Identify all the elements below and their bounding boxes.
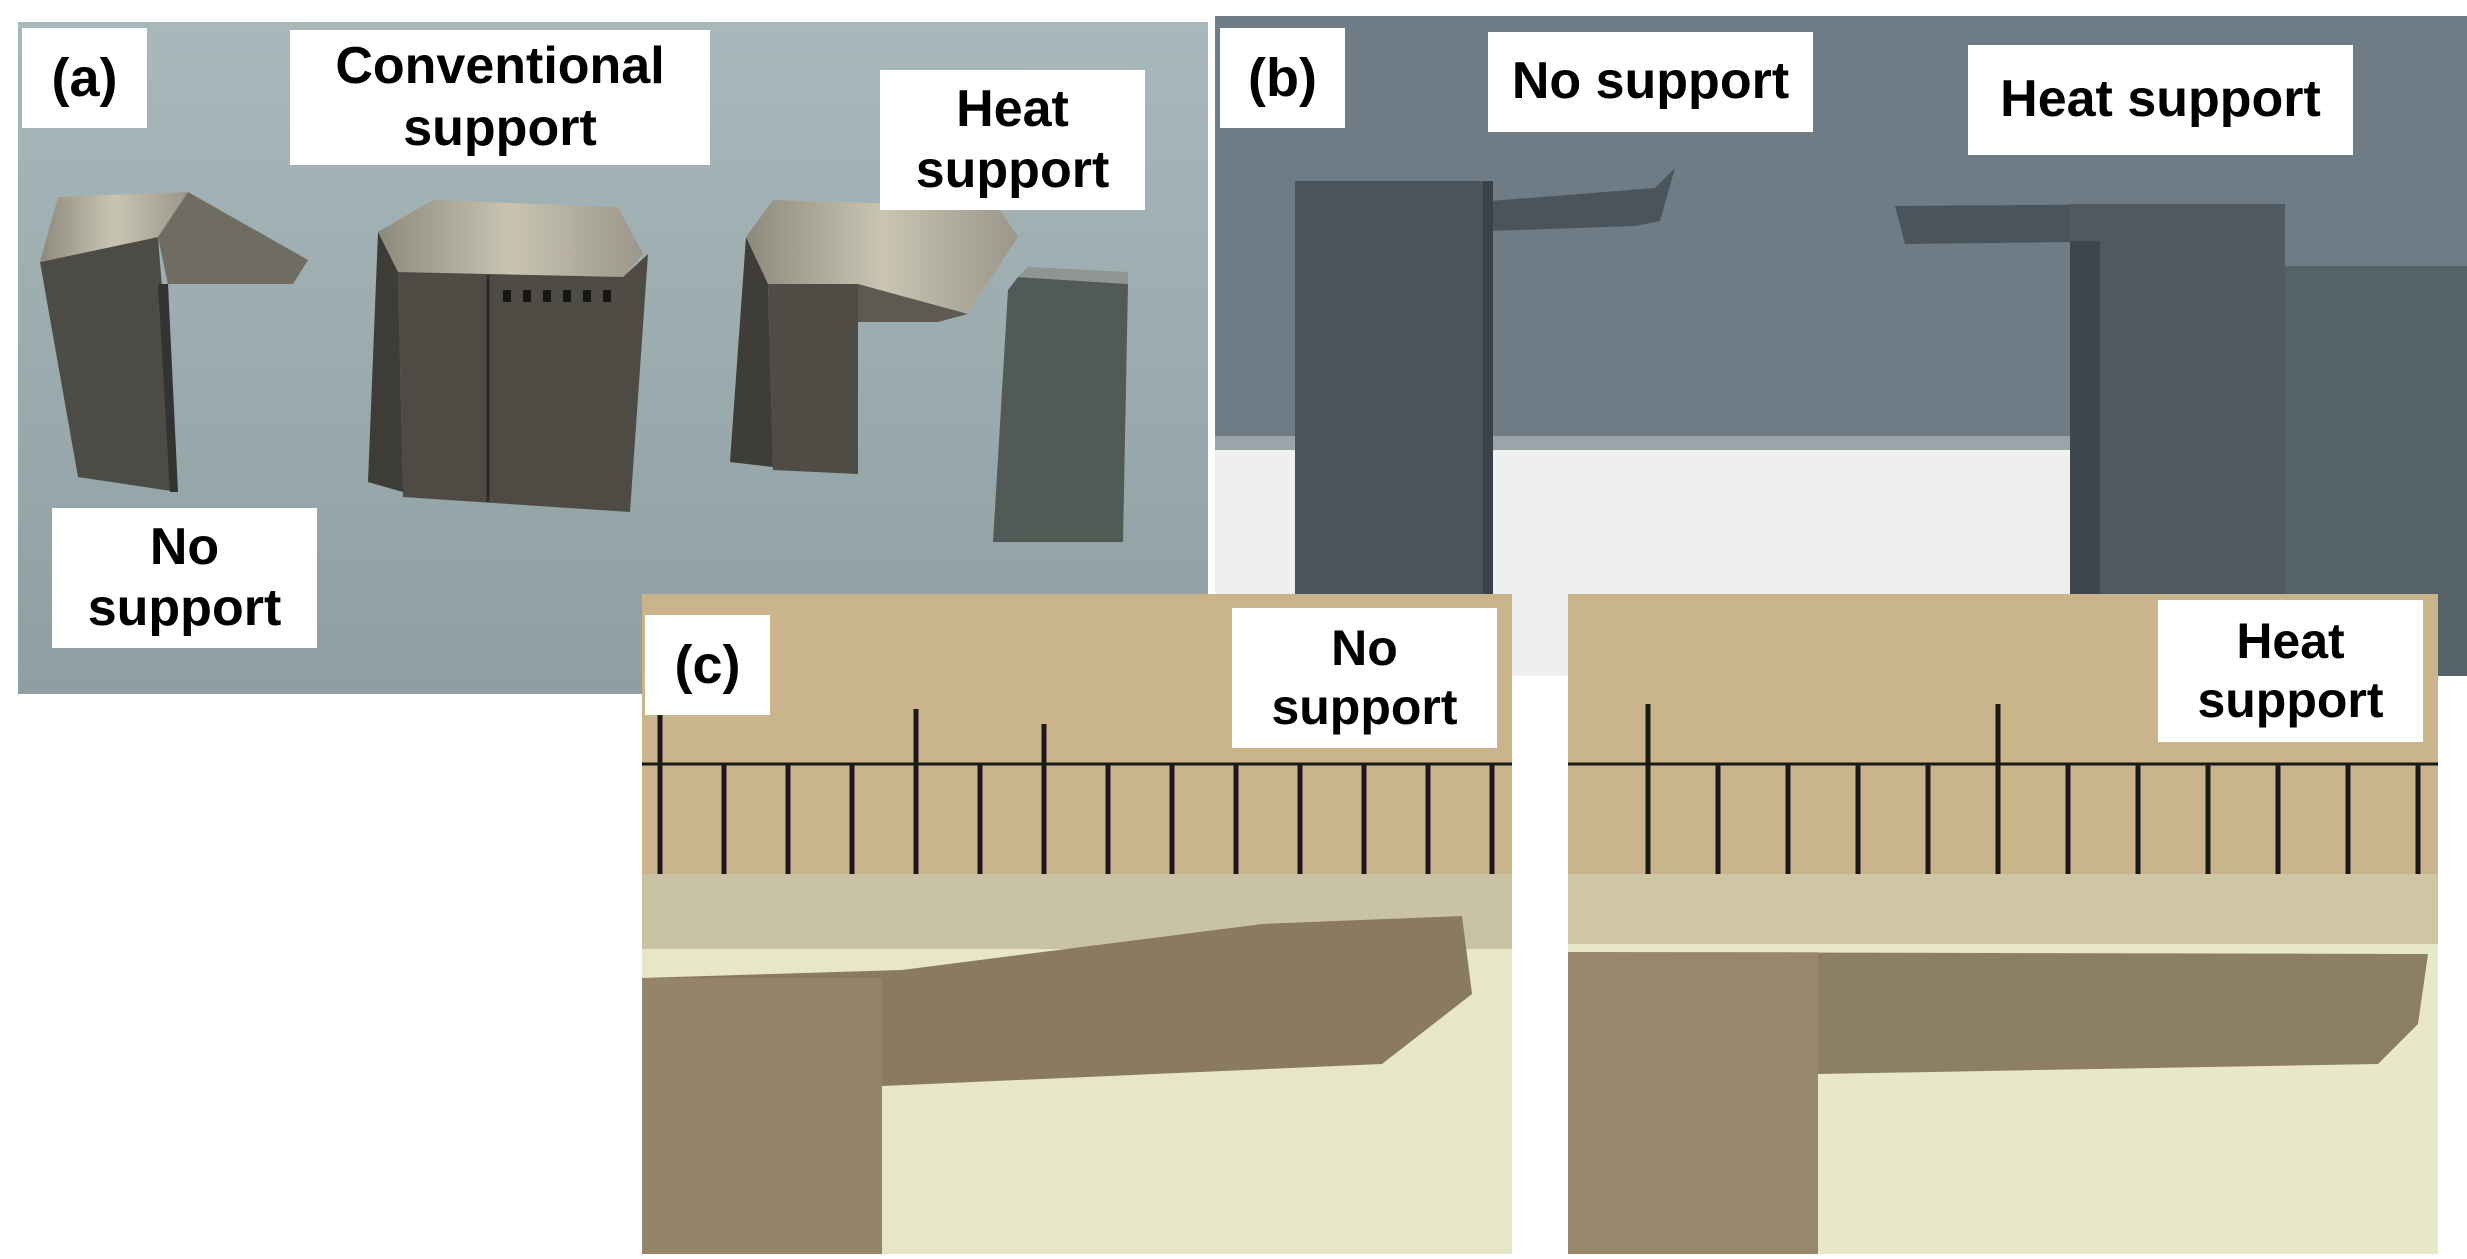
- sample-no-support-side-view: [1295, 168, 1675, 676]
- sample-conventional-support: [368, 200, 648, 512]
- panel-c-right-photo: [1568, 594, 2438, 1254]
- panel-c-left-photo: [642, 594, 1512, 1254]
- panel-c-right-illustration: [1568, 594, 2438, 1254]
- panel-a-letter: (a): [22, 28, 147, 128]
- panel-c-letter: (c): [645, 615, 770, 715]
- label-heat-support-b: Heat support: [1968, 45, 2353, 155]
- sample-heat-support: [730, 200, 1128, 542]
- label-no-support-b: No support: [1488, 32, 1813, 132]
- label-no-support-c: No support: [1232, 608, 1497, 748]
- sample-heat-support-cross-section: [1568, 952, 2428, 1254]
- sample-no-support-cross-section: [642, 916, 1472, 1254]
- label-heat-support-a: Heat support: [880, 70, 1145, 210]
- panel-b-letter: (b): [1220, 28, 1345, 128]
- label-heat-support-c: Heat support: [2158, 600, 2423, 742]
- label-no-support-a: No support: [52, 508, 317, 648]
- sample-no-support: [40, 192, 308, 492]
- panel-c-left-illustration: [642, 594, 1512, 1254]
- label-conventional-support: Conventional support: [290, 30, 710, 165]
